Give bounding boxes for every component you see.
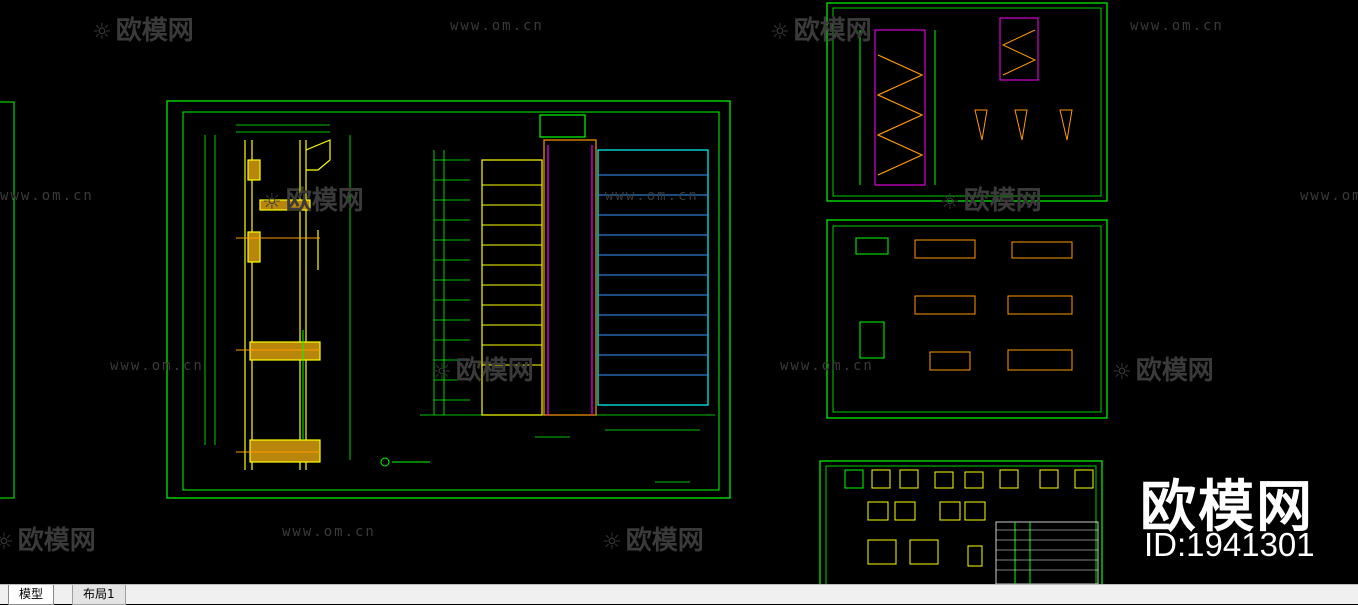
model-space-canvas[interactable]: 欧模网 www.om.cn 欧模网 www.om.cn www.om.cn 欧模… (0, 0, 1358, 584)
cad-drawing (0, 2, 1108, 584)
watermark-url: www.om.cn (0, 188, 94, 204)
watermark-logo: 欧模网 (1112, 350, 1214, 387)
watermark-url: www.om.cn (605, 188, 699, 204)
layout-tab-bar: 模型 布局1 (0, 584, 1358, 605)
sheet-details (826, 219, 1108, 419)
brand-name: 欧模网 (1140, 475, 1314, 540)
watermark-logo: 欧模网 (940, 180, 1042, 217)
sheet-window-schedule (819, 460, 1103, 584)
watermark-url: www.om.cn (450, 18, 544, 34)
watermark-url: www.om.cn (1130, 18, 1224, 34)
sheet-wall-section-elevation (166, 100, 731, 499)
brand-id: ID:1941301 (1144, 526, 1315, 563)
watermark-url: www.om.cn (1300, 188, 1358, 204)
watermark-url: www.om.cn (780, 358, 874, 374)
watermark-logo: 欧模网 (0, 520, 96, 557)
watermark-logo: 欧模网 (432, 350, 534, 387)
tab-model[interactable]: 模型 (8, 585, 55, 605)
watermark-logo: 欧模网 (262, 180, 364, 217)
watermark-url: www.om.cn (282, 524, 376, 540)
watermark-url: www.om.cn (110, 358, 204, 374)
sheet-partial-left (0, 101, 15, 499)
watermark-logo: 欧模网 (92, 10, 194, 47)
tab-layout1[interactable]: 布局1 (72, 585, 126, 605)
watermark-logo: 欧模网 (602, 520, 704, 557)
watermark-logo: 欧模网 (770, 10, 872, 47)
